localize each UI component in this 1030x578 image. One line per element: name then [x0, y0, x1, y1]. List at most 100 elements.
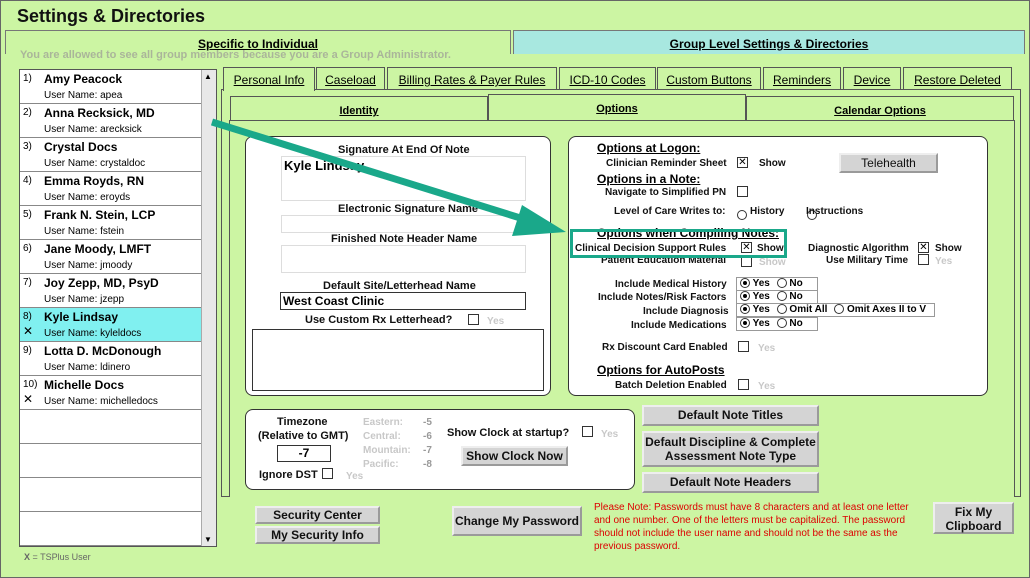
reminder-show: Show [759, 158, 786, 169]
nav-pn-label: Navigate to Simplified PN [605, 187, 727, 198]
rx-letterhead-checkbox[interactable] [468, 314, 479, 325]
timezone-title: Timezone [277, 416, 328, 428]
tab-personal-info[interactable]: Personal Info [223, 67, 315, 91]
clock-checkbox[interactable] [582, 426, 593, 437]
tab-custom-buttons[interactable]: Custom Buttons [657, 67, 761, 89]
med-history-radios[interactable]: Yes No [736, 277, 818, 291]
user-number: 7) [23, 277, 32, 288]
tab-icd-10-codes[interactable]: ICD-10 Codes [559, 67, 656, 89]
empty-user-row[interactable] [20, 444, 216, 478]
military-label: Use Military Time [826, 255, 909, 266]
tab-billing-rates-payer-rules[interactable]: Billing Rates & Payer Rules [387, 67, 557, 89]
logon-heading: Options at Logon: [597, 141, 701, 155]
empty-user-row[interactable] [20, 410, 216, 444]
window-title: Settings & Directories [17, 6, 206, 26]
tab-options[interactable]: Options [488, 94, 746, 122]
tab-identity[interactable]: Identity [230, 96, 488, 122]
signature-field[interactable] [281, 156, 526, 201]
scroll-down-icon[interactable]: ▼ [204, 535, 212, 544]
tab-reminders[interactable]: Reminders [763, 67, 841, 89]
user-name: Joy Zepp, MD, PsyD [44, 276, 159, 290]
show-clock-button[interactable]: Show Clock Now [461, 446, 568, 466]
tab-device[interactable]: Device [843, 67, 901, 89]
timezone-input[interactable]: -7 [277, 445, 331, 462]
loc-instructions-label: Instructions [806, 206, 864, 217]
ignore-dst-checkbox[interactable] [322, 468, 333, 479]
user-number: 1) [23, 73, 32, 84]
medications-radios[interactable]: Yes No [736, 317, 818, 331]
timezone-relative: (Relative to GMT) [258, 430, 349, 442]
tsplus-legend: X = TSPlus User [24, 552, 91, 562]
change-password-button[interactable]: Change My Password [452, 506, 582, 536]
loc-label: Level of Care Writes to: [614, 206, 726, 217]
tab-group-level-settings[interactable]: Group Level Settings & Directories [513, 30, 1025, 54]
clock-label: Show Clock at startup? [447, 427, 570, 439]
diag-checkbox[interactable]: ✕ [918, 242, 929, 253]
user-name: Frank N. Stein, LCP [44, 208, 156, 222]
default-discipline-button[interactable]: Default Discipline & Complete Assessment… [642, 431, 819, 467]
rx-discount-checkbox[interactable] [738, 341, 749, 352]
user-number: 10) [23, 379, 38, 390]
cds-label: Clinical Decision Support Rules [575, 243, 727, 254]
default-note-headers-button[interactable]: Default Note Headers [642, 472, 819, 493]
loc-instructions-radio[interactable] [807, 209, 818, 220]
nav-pn-checkbox[interactable] [737, 186, 748, 197]
user-name: Emma Royds, RN [44, 174, 145, 188]
scroll-up-icon[interactable]: ▲ [204, 72, 212, 81]
pem-show: Show [759, 257, 786, 268]
default-note-titles-button[interactable]: Default Note Titles [642, 405, 819, 426]
user-number: 6) [23, 243, 32, 254]
arrow-shaft [210, 118, 532, 225]
user-list-scrollbar[interactable]: ▲ ▼ [201, 70, 216, 546]
tz-mountain-value: -7 [423, 445, 432, 456]
reminder-checkbox[interactable]: ✕ [737, 157, 748, 168]
military-yes: Yes [935, 256, 953, 267]
loc-history-radio[interactable] [737, 209, 747, 220]
batch-del-yes: Yes [758, 381, 776, 392]
user-username: User Name: eroyds [44, 192, 131, 203]
my-security-info-button[interactable]: My Security Info [255, 526, 380, 544]
rx-letterhead-box[interactable] [252, 329, 544, 391]
user-number: 2) [23, 107, 32, 118]
diag-label: Diagnostic Algorithm [808, 243, 909, 254]
header-name-label: Finished Note Header Name [331, 233, 478, 245]
batch-del-checkbox[interactable] [738, 379, 749, 390]
cds-show: Show [757, 243, 784, 254]
options-box [568, 136, 988, 396]
security-center-button[interactable]: Security Center [255, 506, 380, 524]
user-row[interactable]: 8)Kyle Lindsay✕User Name: kyleldocs [20, 308, 216, 342]
empty-user-row[interactable] [20, 512, 216, 546]
user-username: User Name: kyleldocs [44, 328, 142, 339]
tab-specific-to-individual[interactable]: Specific to Individual [5, 30, 511, 54]
tab-restore-deleted[interactable]: Restore Deleted [903, 67, 1012, 89]
user-row[interactable]: 10)Michelle Docs✕User Name: michelledocs [20, 376, 216, 410]
empty-user-row[interactable] [20, 478, 216, 512]
tab-caseload[interactable]: Caseload [316, 67, 385, 89]
diagnosis-radios[interactable]: Yes Omit All Omit Axes II to V [736, 303, 935, 317]
batch-del-label: Batch Deletion Enabled [615, 380, 727, 391]
tab-calendar-options[interactable]: Calendar Options [746, 96, 1014, 122]
cds-checkbox[interactable]: ✕ [741, 242, 752, 253]
tz-eastern-value: -5 [423, 417, 432, 428]
reminder-label: Clinician Reminder Sheet [606, 158, 727, 169]
header-name-field[interactable] [281, 245, 526, 273]
user-name: Anna Recksick, MD [44, 106, 155, 120]
military-checkbox[interactable] [918, 254, 929, 265]
user-name: Kyle Lindsay [44, 310, 119, 324]
signature-label: Signature At End Of Note [338, 144, 470, 156]
diag-show: Show [935, 243, 962, 254]
fix-clipboard-button[interactable]: Fix My Clipboard [933, 502, 1014, 534]
user-number: 5) [23, 209, 32, 220]
telehealth-button[interactable]: Telehealth [839, 153, 938, 173]
site-field[interactable]: West Coast Clinic [280, 292, 526, 310]
note-heading: Options in a Note: [597, 172, 701, 186]
